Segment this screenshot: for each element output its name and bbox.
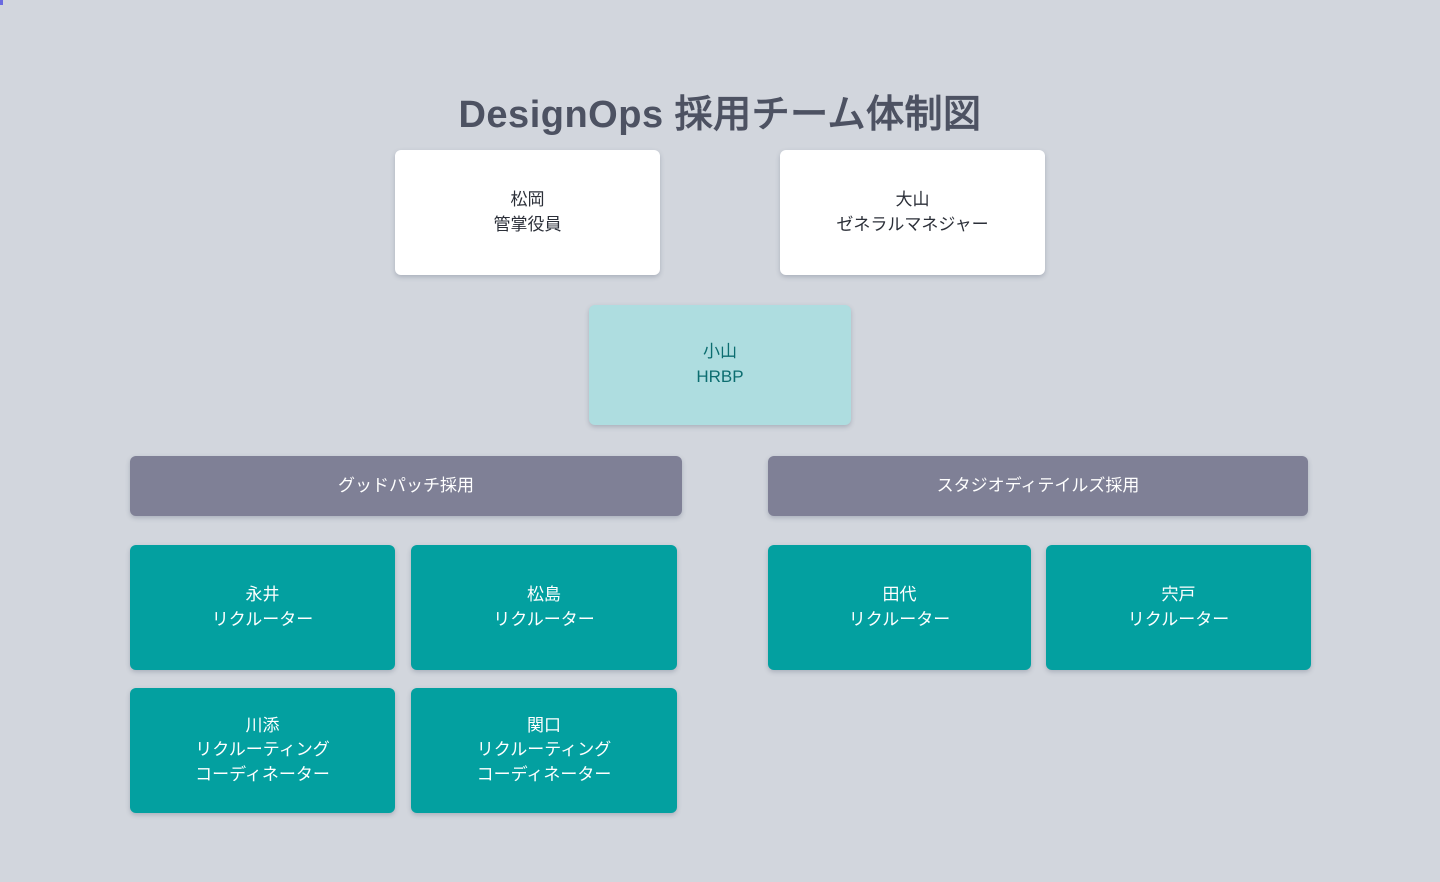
member-name: 松島 (527, 584, 561, 604)
member-name: 川添 (245, 715, 280, 735)
member-role-line1: リクルーター (211, 609, 314, 629)
member-name: 田代 (882, 584, 917, 604)
group-label: スタジオディテイルズ採用 (936, 475, 1140, 495)
exec-card-oyama[interactable]: 大山 ゼネラルマネジャー (780, 150, 1045, 275)
member-role-line2: コーディネーター (476, 764, 612, 784)
member-role-line1: リクルーター (493, 609, 595, 629)
group-label: グッドパッチ採用 (338, 475, 474, 495)
member-role-line1: リクルーター (1127, 609, 1230, 629)
member-card-shishido[interactable]: 宍戸 リクルーター (1046, 545, 1311, 670)
member-name: 関口 (527, 715, 561, 735)
member-name: 永井 (245, 584, 280, 604)
member-card-tashiro[interactable]: 田代 リクルーター (768, 545, 1031, 670)
hrbp-name: 小山 (703, 342, 737, 362)
exec-name: 松岡 (510, 189, 545, 209)
exec-card-matsuoka[interactable]: 松岡 管掌役員 (395, 150, 660, 275)
member-role-line1: リクルーター (848, 609, 951, 629)
hrbp-role: HRBP (696, 367, 744, 386)
exec-role: 管掌役員 (493, 214, 562, 234)
member-card-nagai[interactable]: 永井 リクルーター (130, 545, 395, 670)
group-header-studio-details[interactable]: スタジオディテイルズ採用 (768, 456, 1308, 516)
member-role-line1: リクルーティング (195, 740, 330, 760)
group-header-goodpatch[interactable]: グッドパッチ採用 (130, 456, 682, 516)
member-card-sekiguchi[interactable]: 関口 リクルーティング コーディネーター (411, 688, 677, 813)
exec-name: 大山 (895, 189, 930, 209)
corner-artifact-pixel (0, 0, 3, 5)
exec-role: ゼネラルマネジャー (836, 214, 989, 234)
member-role-line2: コーディネーター (195, 764, 330, 784)
member-card-matsushima[interactable]: 松島 リクルーター (411, 545, 677, 670)
member-name: 宍戸 (1161, 584, 1196, 604)
member-role-line1: リクルーティング (476, 740, 612, 760)
member-card-kawazoe[interactable]: 川添 リクルーティング コーディネーター (130, 688, 395, 813)
hrbp-card-koyama[interactable]: 小山 HRBP (589, 305, 851, 425)
page-title: DesignOps 採用チーム体制図 (458, 94, 982, 137)
